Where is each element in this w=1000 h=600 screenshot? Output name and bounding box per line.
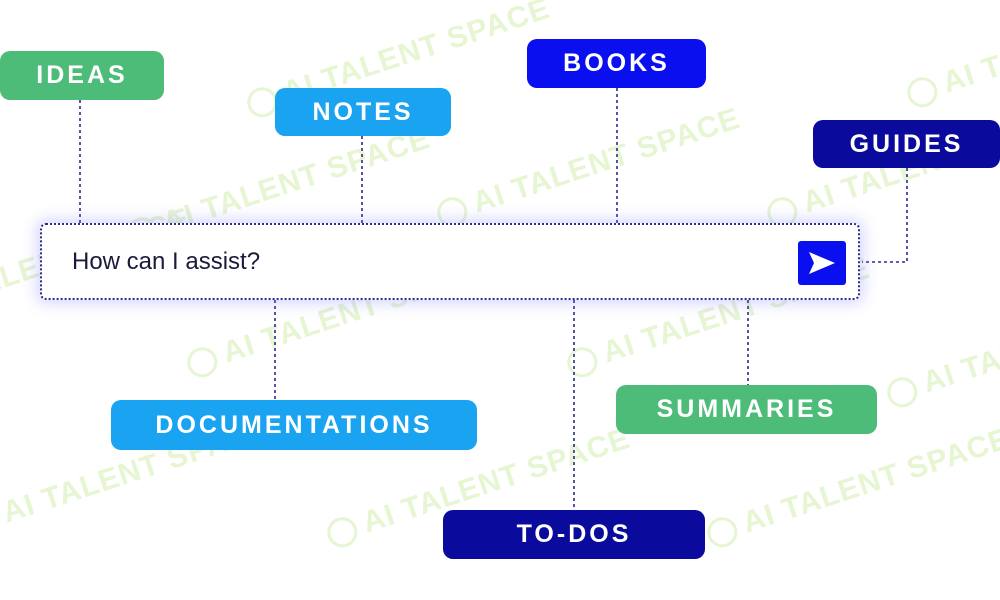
tag-ideas[interactable]: IDEAS — [0, 51, 164, 100]
connector-guides — [862, 168, 908, 263]
assistant-search-box — [40, 223, 860, 300]
tag-guides[interactable]: GUIDES — [813, 120, 1000, 168]
tag-summaries[interactable]: SUMMARIES — [616, 385, 877, 434]
tag-documentations[interactable]: DOCUMENTATIONS — [111, 400, 477, 450]
tag-todos-label: TO-DOS — [516, 520, 632, 548]
tag-guides-label: GUIDES — [849, 129, 964, 158]
send-button[interactable] — [798, 241, 846, 285]
tag-ideas-label: IDEAS — [36, 61, 128, 89]
tag-documentations-label: DOCUMENTATIONS — [155, 410, 433, 439]
tag-books-label: BOOKS — [563, 49, 670, 77]
send-arrow-icon — [809, 252, 835, 274]
tag-books[interactable]: BOOKS — [527, 39, 706, 88]
tag-notes-label: NOTES — [312, 97, 414, 126]
tag-todos[interactable]: TO-DOS — [443, 510, 705, 559]
tag-summaries-label: SUMMARIES — [656, 395, 837, 423]
tag-notes[interactable]: NOTES — [275, 88, 451, 136]
assistant-prompt-input[interactable] — [72, 243, 772, 281]
